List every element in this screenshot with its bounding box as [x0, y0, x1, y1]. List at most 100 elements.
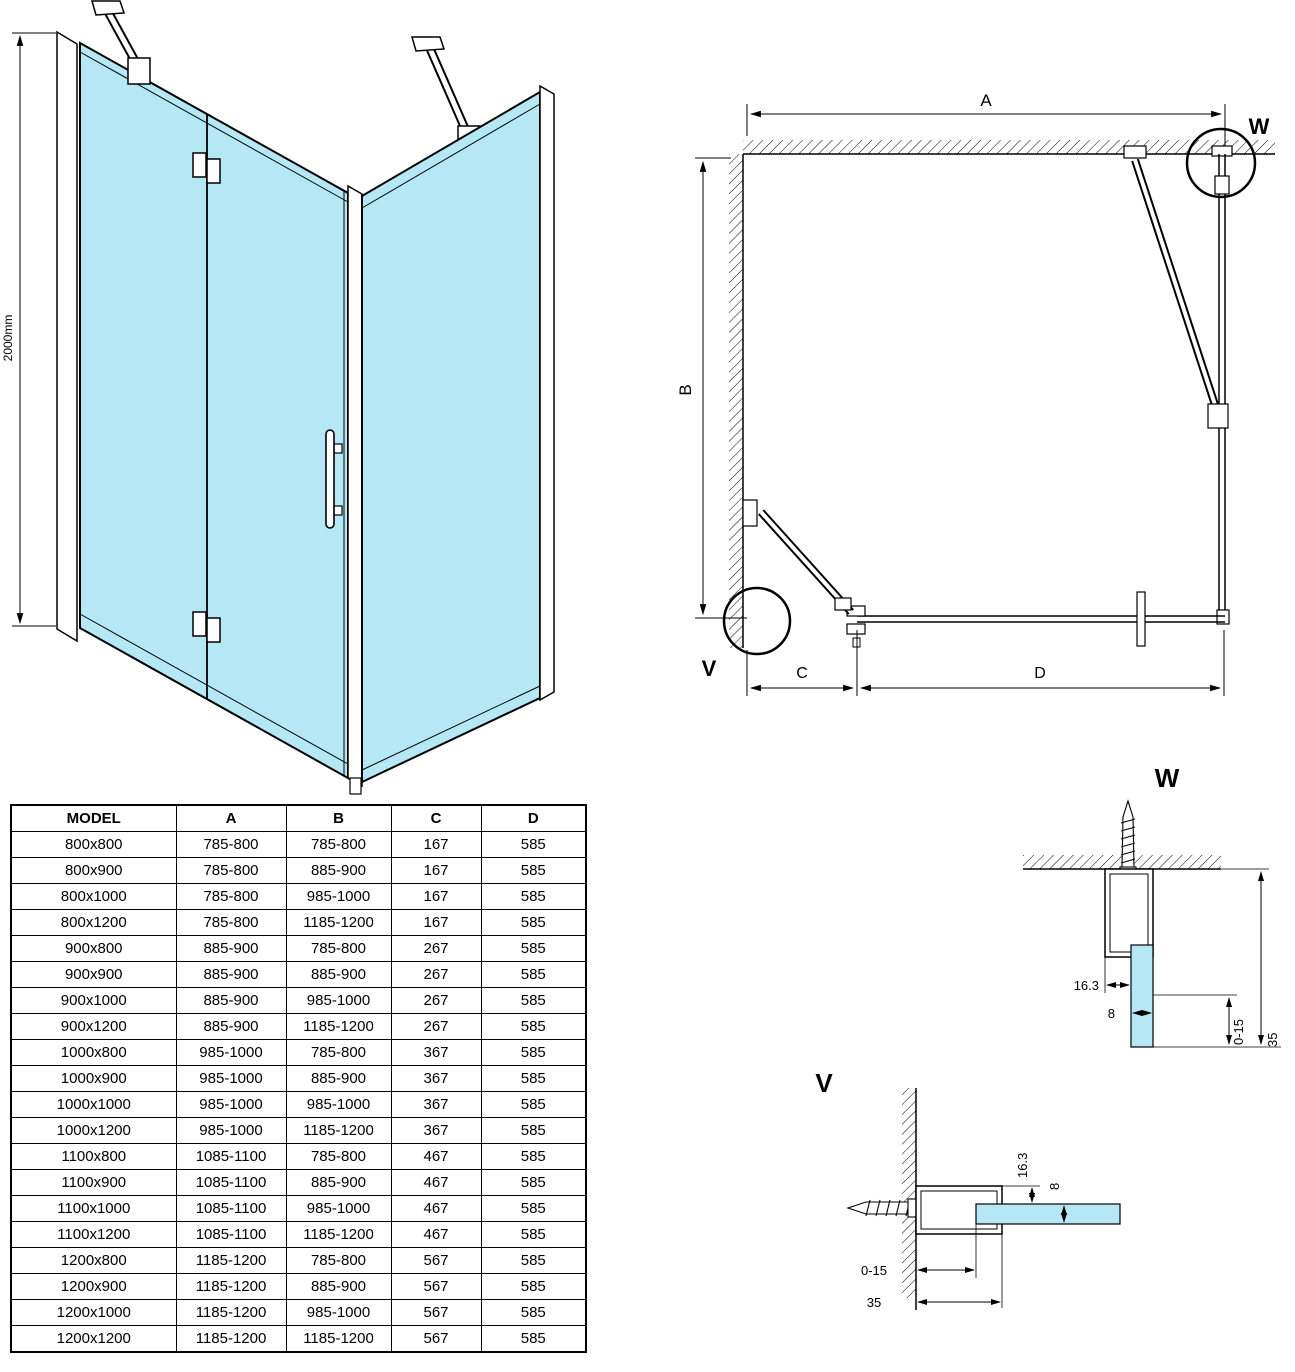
table-cell: 1200x1200: [10, 1325, 177, 1353]
table-cell: 367: [390, 1117, 482, 1144]
table-cell: 885-900: [175, 1013, 287, 1040]
dimension-d-label: D: [1034, 665, 1046, 682]
detail-v-dim-offset-label: 16.3: [1015, 1153, 1030, 1178]
table-cell: 167: [390, 857, 482, 884]
table-cell: 1000x800: [10, 1039, 177, 1066]
table-cell: 885-900: [285, 1273, 392, 1300]
table-cell: 885-900: [175, 987, 287, 1014]
detail-v-dim-offset: [1002, 1185, 1040, 1203]
table-cell: 267: [390, 987, 482, 1014]
table-cell: 585: [480, 1065, 587, 1092]
table-cell: 367: [390, 1039, 482, 1066]
table-cell: 167: [390, 883, 482, 910]
detail-v-dim-glass-label: 8: [1047, 1183, 1062, 1190]
table-cell: 1185-1200: [285, 1013, 392, 1040]
table-cell: 467: [390, 1143, 482, 1170]
handle-plan: [1136, 591, 1146, 647]
table-cell: 1200x1000: [10, 1299, 177, 1326]
table-cell: 885-900: [285, 1065, 392, 1092]
table-cell: 1085-1100: [175, 1195, 287, 1222]
table-cell: 267: [390, 1013, 482, 1040]
table-cell: 985-1000: [285, 883, 392, 910]
col-header-a: A: [175, 804, 287, 832]
detail-w-dim-adjust: [1153, 994, 1281, 1048]
table-cell: 1185-1200: [175, 1273, 287, 1300]
detail-w-glass: [1130, 944, 1154, 1048]
hinge-bottom: [192, 611, 221, 643]
height-dimension-label: 2000mm: [1, 315, 15, 362]
table-cell: 985-1000: [285, 1091, 392, 1118]
detail-w-wall: [1023, 855, 1269, 870]
table-cell: 585: [480, 1169, 587, 1196]
detail-w-title: W: [1155, 763, 1180, 793]
dimension-b-label: B: [676, 384, 695, 395]
detail-w-circle: [1185, 127, 1257, 199]
table-cell: 785-800: [285, 1247, 392, 1274]
wall-strut-left: [91, 0, 151, 85]
table-cell: 785-800: [285, 831, 392, 858]
table-cell: 367: [390, 1091, 482, 1118]
front-glass-panel: [79, 41, 349, 780]
detail-v-dim-adjust: [917, 1224, 977, 1278]
table-cell: 885-900: [175, 961, 287, 988]
table-cell: 1085-1100: [175, 1143, 287, 1170]
table-cell: 567: [390, 1325, 482, 1353]
plan-view-drawing: A W: [676, 91, 1275, 696]
dimension-b: [695, 157, 747, 619]
table-cell: 267: [390, 961, 482, 988]
table-cell: 167: [390, 909, 482, 936]
table-header-row: MODEL A B C D: [10, 804, 587, 832]
table-cell: 1000x1000: [10, 1091, 177, 1118]
floor-foot: [349, 777, 362, 795]
table-cell: 467: [390, 1195, 482, 1222]
table-cell: 985-1000: [175, 1091, 287, 1118]
dimension-a: [746, 104, 1226, 148]
col-header-b: B: [285, 804, 392, 832]
table-cell: 585: [480, 1195, 587, 1222]
col-header-model: MODEL: [10, 804, 177, 832]
detail-w-dim-profile-label: 35: [1265, 1033, 1280, 1047]
detail-v-dim-profile-label: 35: [867, 1295, 881, 1310]
detail-w-dim-offset-label: 16.3: [1074, 978, 1099, 993]
table-cell: 585: [480, 935, 587, 962]
detail-v-dim-adjust-label: 0-15: [861, 1263, 887, 1278]
support-strut-plan: [1123, 145, 1229, 429]
table-cell: 1100x800: [10, 1143, 177, 1170]
table-cell: 1185-1200: [285, 909, 392, 936]
table-cell: 1085-1100: [175, 1169, 287, 1196]
side-glass-panel: [361, 90, 541, 784]
table-cell: 985-1000: [175, 1117, 287, 1144]
table-cell: 1200x900: [10, 1273, 177, 1300]
table-cell: 1185-1200: [285, 1221, 392, 1248]
table-cell: 900x1000: [10, 987, 177, 1014]
table-cell: 1185-1200: [175, 1299, 287, 1326]
table-cell: 1100x1000: [10, 1195, 177, 1222]
table-cell: 1185-1200: [175, 1247, 287, 1274]
table-cell: 567: [390, 1247, 482, 1274]
detail-v-circle: [722, 586, 792, 656]
door-plan-open: [742, 499, 854, 615]
table-cell: 885-900: [285, 961, 392, 988]
detail-w-dim-glass: [1130, 1010, 1152, 1047]
table-cell: 985-1000: [285, 1195, 392, 1222]
table-cell: 885-900: [285, 1169, 392, 1196]
table-cell: 585: [480, 1091, 587, 1118]
perspective-drawing: 2000mm: [1, 0, 555, 795]
table-cell: 585: [480, 831, 587, 858]
detail-v-callout: V: [702, 656, 717, 681]
dimension-c: [746, 630, 858, 696]
